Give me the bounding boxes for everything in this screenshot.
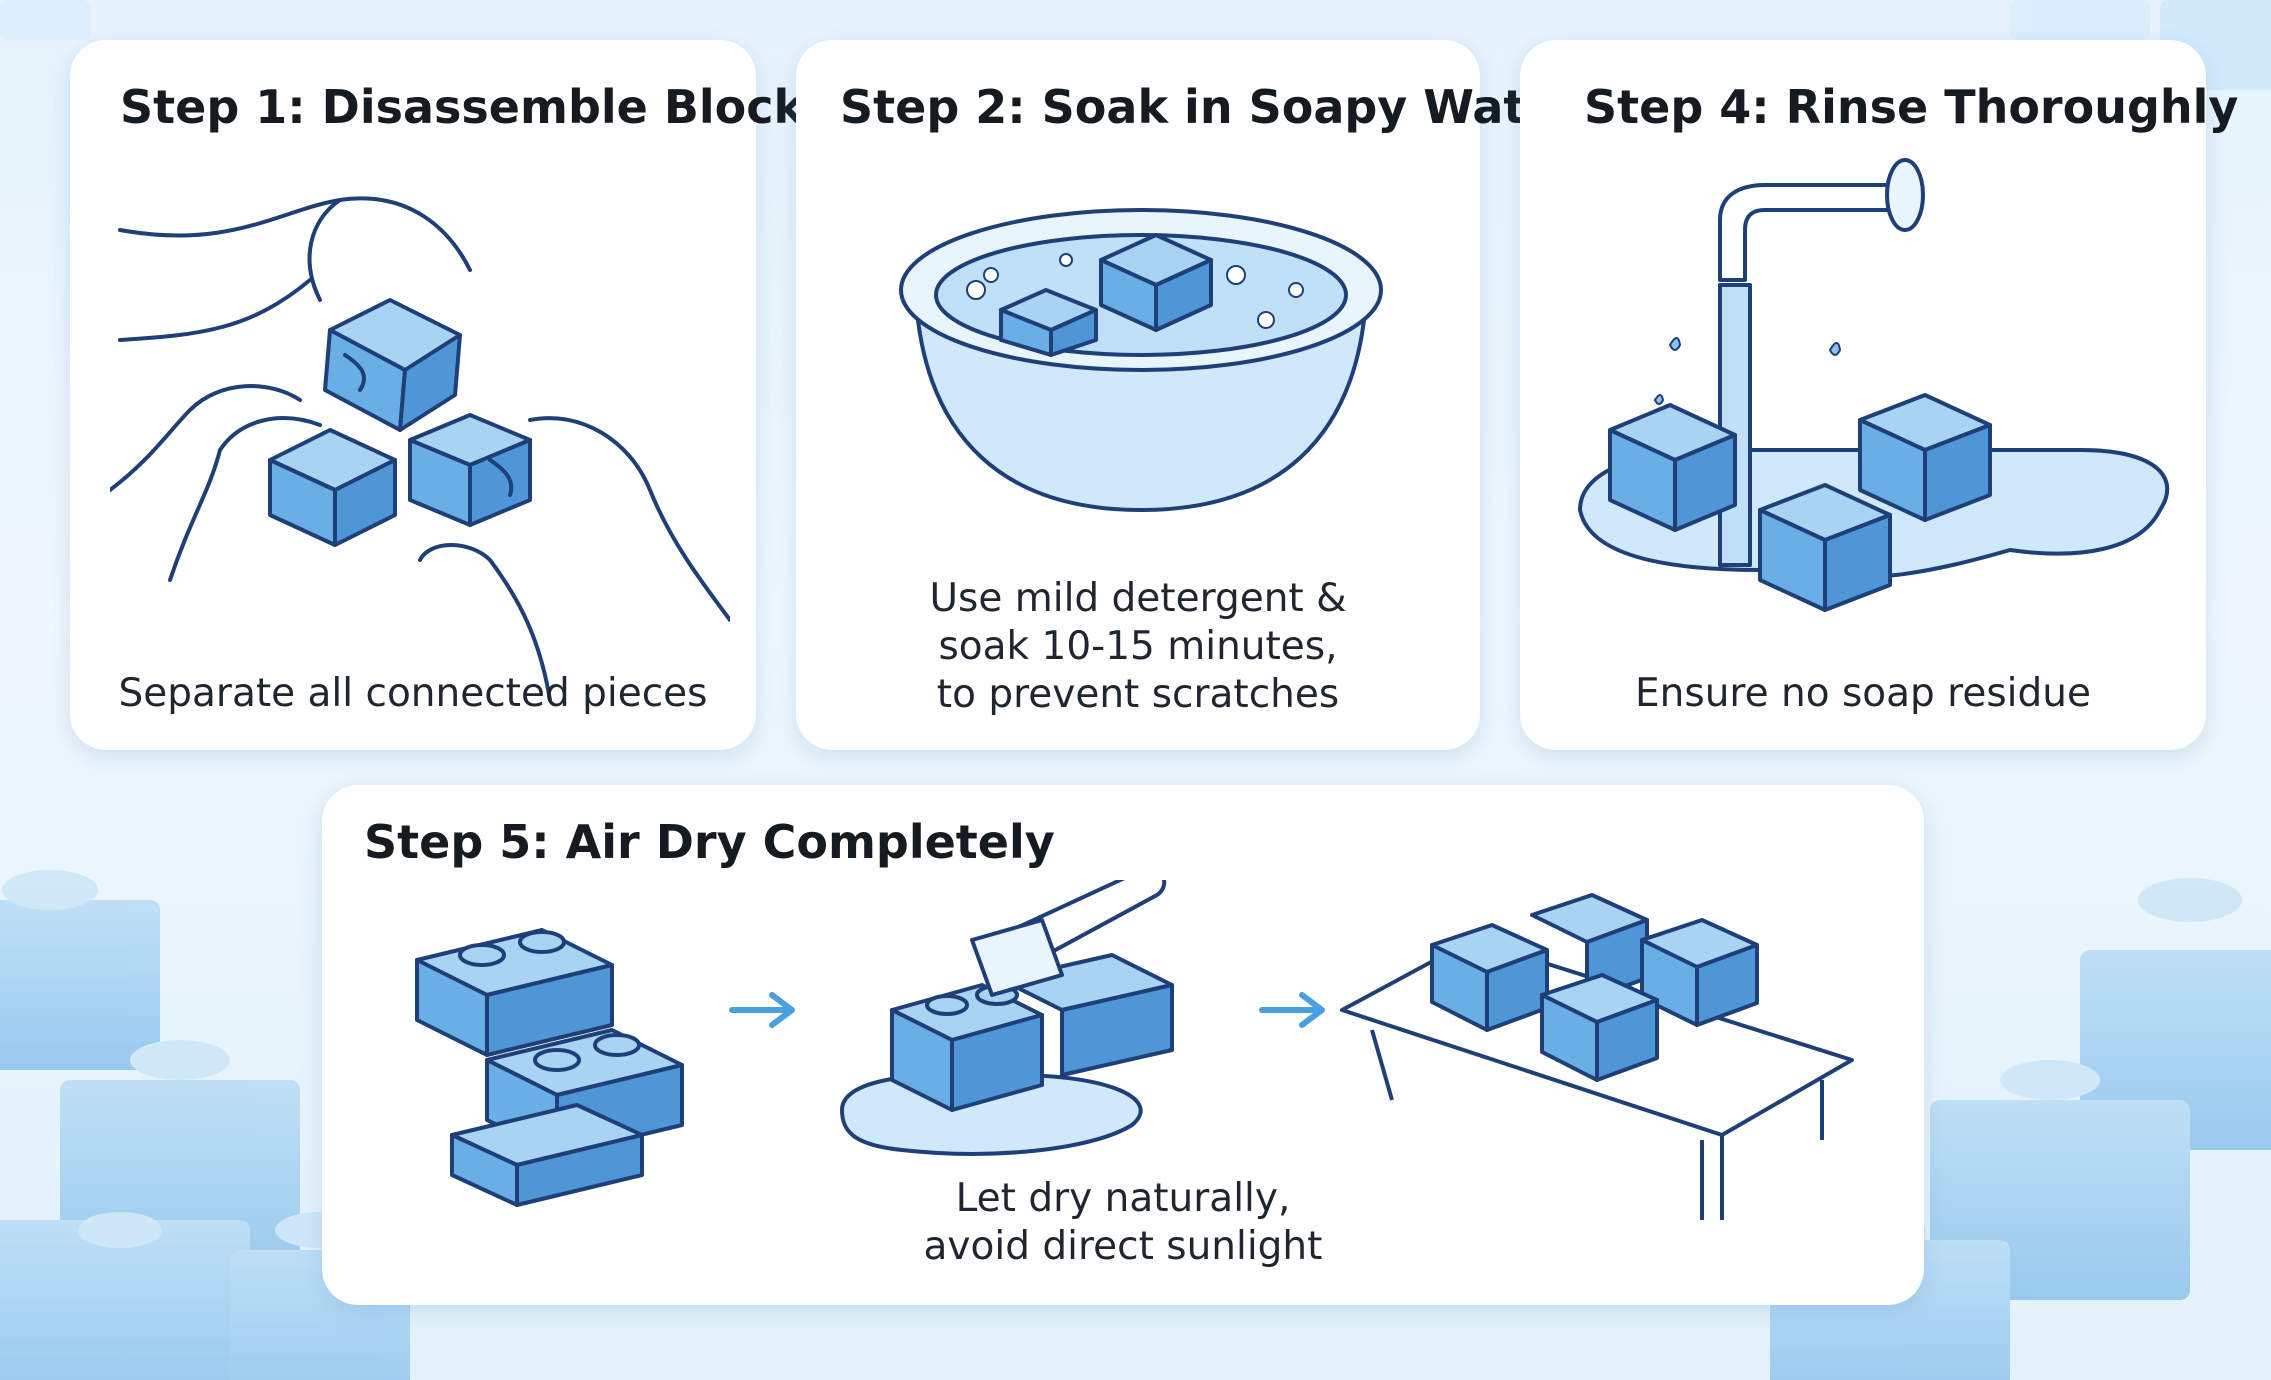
step-1-card: Step 1: Disassemble Blocks bbox=[70, 40, 832, 750]
stacked-bricks-icon bbox=[415, 928, 684, 1207]
step-2-title: Step 2: Soak in Soapy Water bbox=[840, 80, 1580, 134]
step-1-caption-line: Separate all connected pieces bbox=[118, 671, 708, 716]
step-5-card: Step 5: Air Dry Completely bbox=[322, 785, 1924, 1305]
step-4-caption-line: Ensure no soap residue bbox=[1635, 671, 2091, 716]
step-4-title: Step 4: Rinse Thoroughly bbox=[1584, 80, 2239, 134]
step-5-caption: Let dry naturally, avoid direct sunlight bbox=[322, 1175, 1924, 1271]
step-5-title: Step 5: Air Dry Completely bbox=[364, 815, 1055, 869]
drying-process-illustration bbox=[415, 880, 1854, 1220]
drying-cubes bbox=[1430, 893, 1759, 1082]
step-4-caption: Ensure no soap residue bbox=[1520, 670, 2206, 718]
step-4-card: Step 4: Rinse Thoroughly En bbox=[1520, 40, 2238, 750]
basin-with-soapy-water-icon bbox=[899, 208, 1383, 512]
step-1-caption: Separate all connected pieces bbox=[70, 670, 756, 718]
faucet-rinsing-blocks-icon bbox=[1578, 158, 2170, 612]
step-2-caption-line-1: Use mild detergent & bbox=[929, 576, 1347, 621]
step-5-caption-line-2: avoid direct sunlight bbox=[923, 1224, 1323, 1269]
step-2-caption: Use mild detergent & soak 10-15 minutes,… bbox=[796, 575, 1480, 719]
hands-separating-blocks-icon bbox=[110, 196, 730, 700]
step-2-caption-line-2: soak 10-15 minutes, bbox=[938, 624, 1338, 669]
step-1-title: Step 1: Disassemble Blocks bbox=[120, 80, 832, 134]
step-5-caption-line-1: Let dry naturally, bbox=[955, 1176, 1291, 1221]
step-2-caption-line-3: to prevent scratches bbox=[936, 672, 1340, 717]
step-2-card: Step 2: Soak in Soapy Water Use mild det… bbox=[796, 40, 1579, 750]
